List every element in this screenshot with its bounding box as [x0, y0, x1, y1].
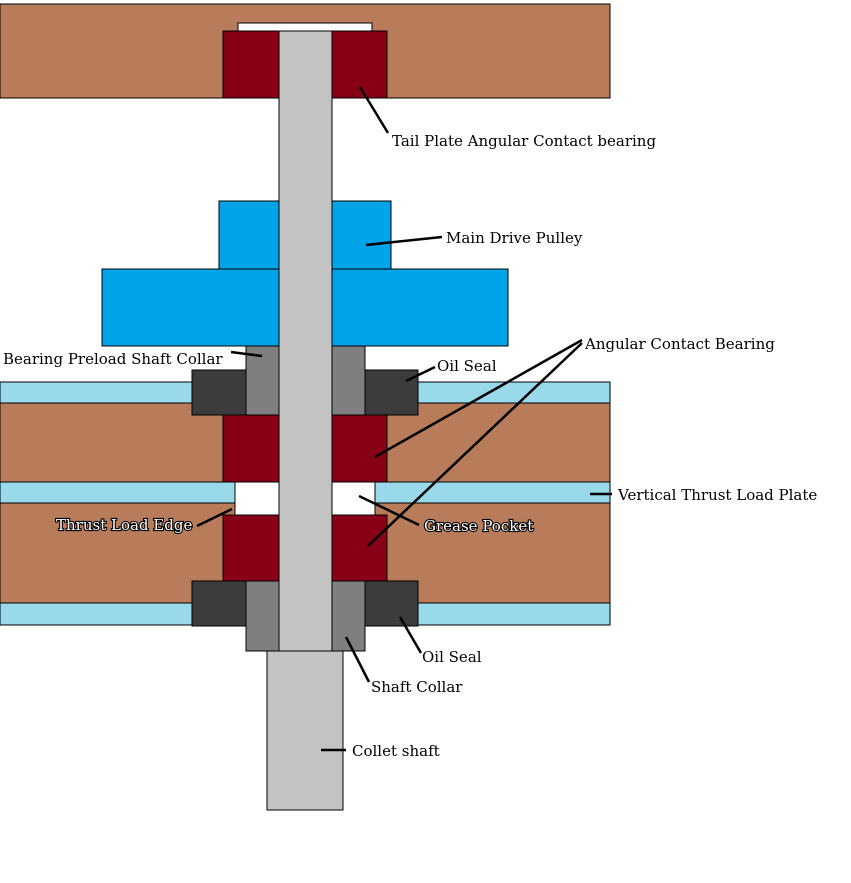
- leader-tail-plate-bearing: [358, 86, 390, 134]
- preload-collar-left: [245, 345, 280, 416]
- label-vertical-thrust-plate: Vertical Thrust Load Plate: [617, 486, 817, 504]
- lower-oil-seal-right: [363, 580, 419, 627]
- leader-acb-lower: [367, 342, 583, 547]
- label-tail-plate-bearing: Tail Plate Angular Contact bearing: [392, 132, 656, 150]
- label-angular-contact-bearing: Angular Contact Bearing: [584, 335, 775, 353]
- label-grease-pocket: Grease Pocket: [424, 517, 533, 535]
- label-oil-seal-top: Oil Seal: [437, 357, 497, 375]
- label-shaft-collar: Shaft Collar: [371, 678, 463, 696]
- label-bearing-preload-collar: Bearing Preload Shaft Collar: [3, 350, 223, 368]
- lower-bearing-right: [331, 514, 388, 582]
- label-oil-seal-bottom: Oil Seal: [422, 648, 482, 666]
- upper-bearing-left: [222, 413, 280, 483]
- leader-main-drive-pulley: [365, 235, 443, 247]
- lower-oil-seal-left: [191, 580, 249, 627]
- leader-preload-collar: [230, 350, 263, 358]
- upper-bearing-right: [331, 413, 388, 483]
- label-collet-shaft: Collet shaft: [352, 742, 440, 760]
- leader-oil-seal-bottom: [398, 616, 423, 654]
- collet-shaft: [266, 650, 344, 811]
- upper-oil-seal-right: [363, 369, 419, 416]
- main-spindle-shaft: [278, 30, 333, 652]
- leader-oil-seal-top: [405, 365, 436, 383]
- leader-grease-pocket: [358, 494, 420, 527]
- label-main-drive-pulley: Main Drive Pulley: [446, 229, 583, 247]
- label-thrust-load-edge: Thrust Load Edge: [56, 516, 192, 534]
- lower-bearing-left: [222, 514, 280, 582]
- leader-acb-upper: [374, 338, 583, 459]
- leader-shaft-collar: [344, 636, 371, 683]
- leader-thrust-load-edge: [196, 507, 233, 528]
- lower-collar-left: [245, 580, 280, 652]
- preload-collar-right: [331, 345, 366, 416]
- upper-oil-seal-left: [191, 369, 249, 416]
